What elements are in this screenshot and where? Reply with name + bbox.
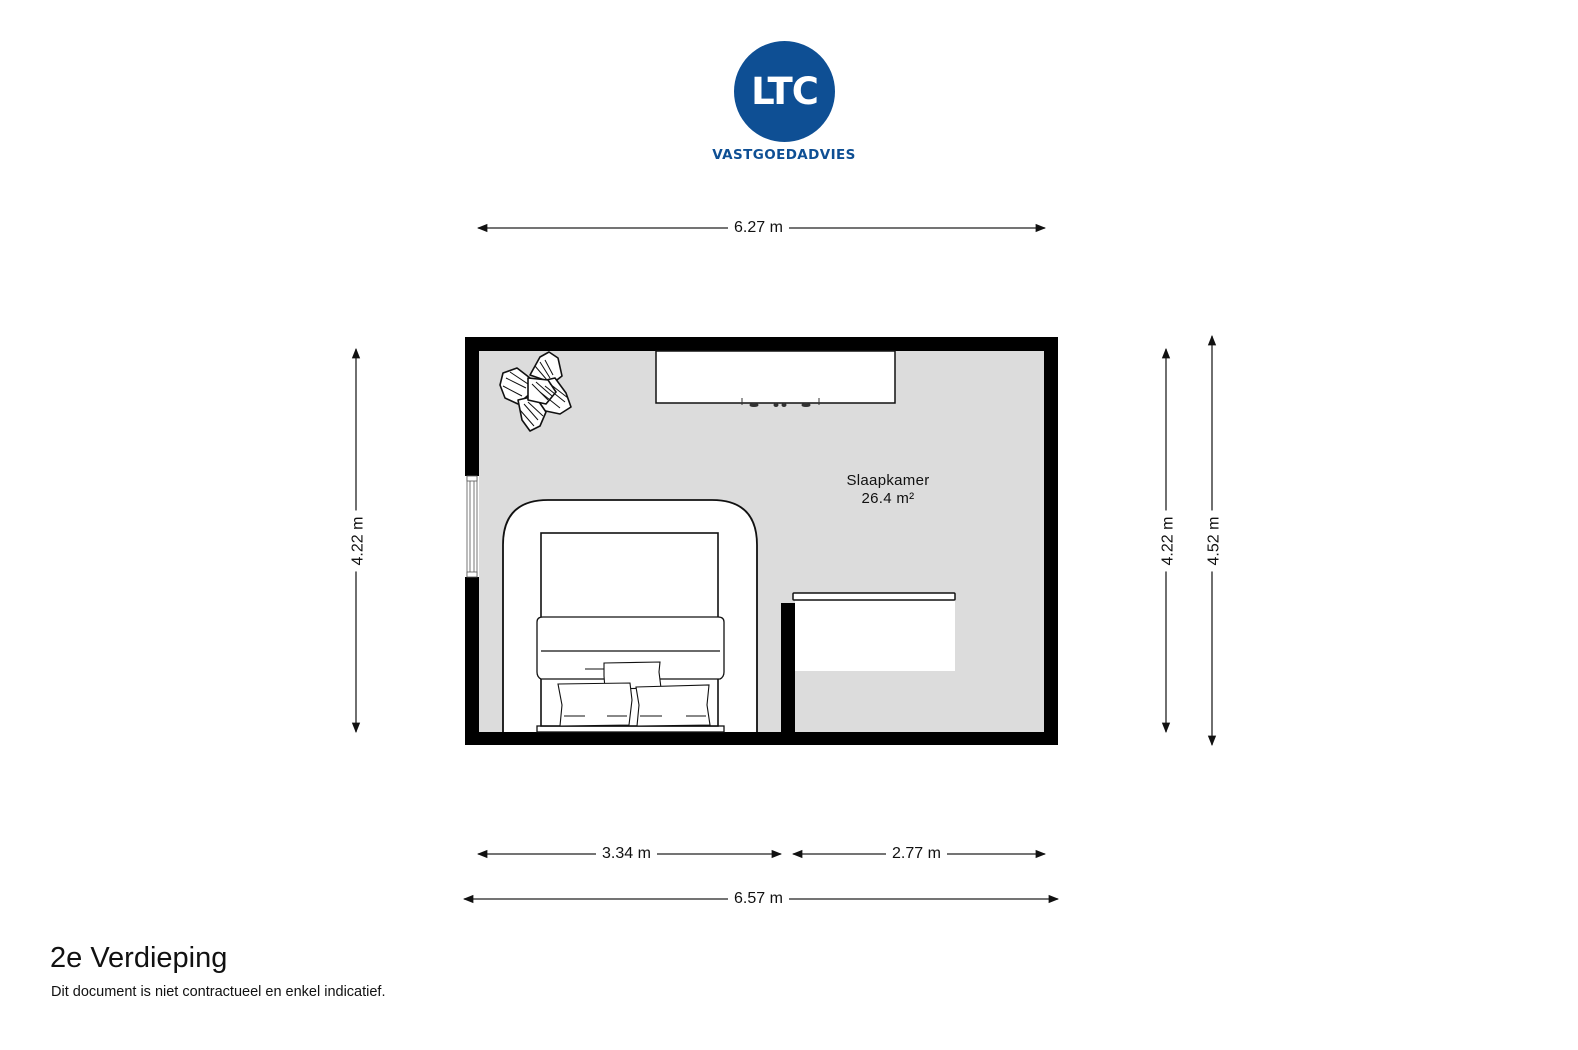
dimension-bottom-right: 2.77 m — [886, 845, 947, 863]
dimension-bottom-left: 3.34 m — [596, 845, 657, 863]
dimension-right-inner-height: 4.22 m — [1159, 510, 1178, 572]
disclaimer-text: Dit document is niet contractueel en enk… — [51, 984, 386, 1000]
logo-subtitle: VASTGOEDADVIES — [712, 147, 856, 163]
wardrobe-icon — [655, 350, 896, 407]
room-label: Slaapkamer 26.4 m² — [788, 472, 988, 508]
dimension-bottom-total: 6.57 m — [728, 890, 789, 908]
bed-icon — [536, 532, 725, 733]
dimension-right-outer-height: 4.52 m — [1205, 510, 1224, 572]
logo-badge: LTC — [734, 41, 835, 142]
desk-icon — [792, 592, 956, 671]
plant-icon — [499, 351, 572, 432]
floor-title: 2e Verdieping — [50, 942, 228, 974]
room-area: 26.4 m² — [861, 490, 915, 507]
dimension-top-width: 6.27 m — [728, 219, 789, 237]
dimension-left-height: 4.22 m — [349, 510, 368, 572]
logo-initials: LTC — [751, 70, 819, 113]
walls — [465, 337, 1058, 745]
room-name: Slaapkamer — [846, 472, 930, 489]
window-icon — [466, 475, 478, 578]
